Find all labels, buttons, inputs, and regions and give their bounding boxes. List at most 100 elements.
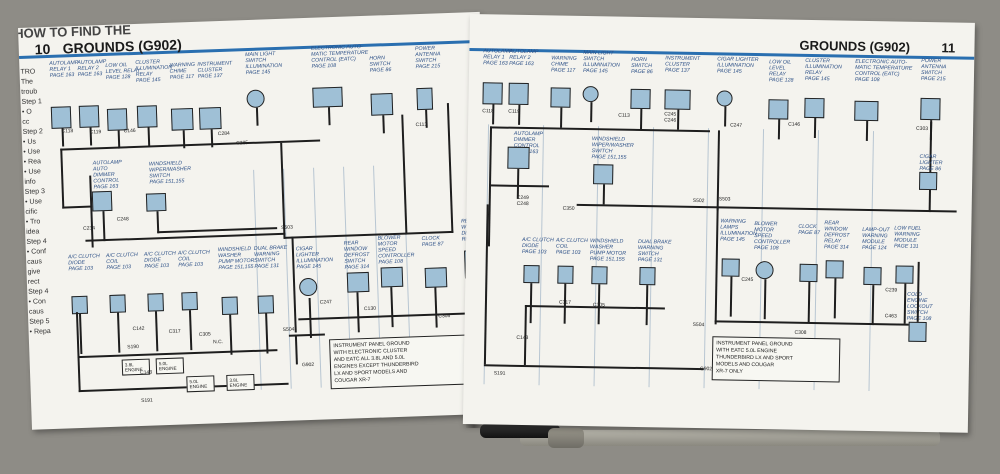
wire <box>560 107 563 128</box>
component-label: AUTOLAMP RELAY 2 PAGE 163 <box>77 58 107 78</box>
component-13 <box>71 295 89 315</box>
component-1 <box>50 106 72 129</box>
component-label: A/C CLUTCH DIODE PAGE 103 <box>143 250 176 270</box>
wire <box>60 148 65 209</box>
component-label: WARNING CHIME PAGE 117 <box>169 61 196 81</box>
component-24 <box>895 265 914 284</box>
component-22 <box>424 267 448 288</box>
splice-label: S503 <box>718 196 731 203</box>
wire <box>102 211 106 242</box>
connector-label: C146 <box>123 127 136 135</box>
component-label: A/C CLUTCH DIODE PAGE 103 <box>67 253 100 273</box>
connector-label: C143 <box>516 334 529 342</box>
wire <box>602 184 606 205</box>
connector-label: C234 <box>82 225 96 232</box>
component-label: CIGAR LIGHTER ILLUMINATION PAGE 145 <box>295 245 334 271</box>
faint-line <box>313 167 322 388</box>
connector-label: C308 <box>438 313 451 320</box>
wire <box>298 312 479 321</box>
connector-label: C248 <box>116 216 129 223</box>
component-14 <box>918 171 938 191</box>
component-label: LOW FUEL WARNING MODULE PAGE 131 <box>893 225 922 250</box>
component-label: BLOWER MOTOR SPEED CONTROLLER PAGE 108 <box>753 220 791 252</box>
connector-label: C146 <box>788 121 801 128</box>
wire <box>255 107 259 126</box>
pen-gray <box>520 430 940 446</box>
connector-label: C303 <box>916 125 929 133</box>
component-label: AUTOLAMP RELAY 1 PAGE 163 <box>483 48 513 67</box>
component-16 <box>557 265 574 284</box>
wire <box>78 382 289 393</box>
component-17 <box>221 296 239 316</box>
component-10 <box>854 100 879 122</box>
component-label: INSTRUMENT CLUSTER PAGE 137 <box>664 55 701 74</box>
wire <box>777 119 781 140</box>
component-label: POWER ANTENNA SWITCH PAGE 215 <box>920 57 947 83</box>
nc-label: N.C. <box>212 339 224 346</box>
wire <box>116 312 121 353</box>
wire <box>294 334 298 365</box>
connector-label: C143 <box>140 369 153 376</box>
wire <box>265 313 269 354</box>
component-label: WINDSHIELD WASHER PUMP MOTOR PAGE 151,15… <box>589 238 627 263</box>
component-label: AUTOLAMP AUTO DIMMER CONTROL PAGE 163 <box>92 159 122 191</box>
component-label: COLD ENGINE LOCKOUT SWITCH PAGE 108 <box>906 291 933 323</box>
component-4 <box>136 105 158 128</box>
component-label: AUTOLAMP RELAY 1 PAGE 163 <box>49 59 79 79</box>
wire <box>813 118 817 139</box>
component-7 <box>716 90 733 107</box>
wire <box>483 204 489 365</box>
component-label: CLUSTER ILLUMINATION RELAY PAGE 145 <box>135 59 173 84</box>
component-label: HORN SWITCH PAGE 86 <box>630 56 653 76</box>
component-15 <box>147 293 164 312</box>
component-label: DUAL BRAKE WARNING SWITCH PAGE 131 <box>253 244 288 270</box>
wire <box>871 285 875 326</box>
wire <box>401 114 408 235</box>
component-label: WARNING CHIME PAGE 117 <box>550 55 577 74</box>
connector-label: C249 <box>516 194 529 202</box>
component-label: A/C CLUTCH COIL PAGE 103 <box>555 237 588 256</box>
faint-line <box>868 131 875 392</box>
wire <box>147 127 151 146</box>
connector-label: C248 <box>516 200 529 208</box>
wire <box>62 205 93 209</box>
engine-label: 5.0L ENGINE <box>155 357 185 375</box>
component-12 <box>145 192 167 212</box>
component-2 <box>508 82 529 106</box>
wire <box>434 287 438 328</box>
component-label: A/C CLUTCH DIODE PAGE 103 <box>521 236 554 256</box>
component-label: DUAL BRAKE WARNING SWITCH PAGE 131 <box>637 238 672 264</box>
faint-line <box>283 168 292 389</box>
wire <box>865 120 869 141</box>
splice-label: S504 <box>282 326 295 333</box>
right-page-title: GROUNDS (G902) <box>799 37 911 55</box>
left-page-number: 10 <box>34 40 51 58</box>
wire <box>154 311 159 352</box>
connector-label: C142 <box>132 325 145 333</box>
component-label: CLOCK PAGE 87 <box>421 235 444 249</box>
component-11 <box>920 97 941 121</box>
right-page-number: 11 <box>941 40 956 56</box>
connector-label: C245 <box>741 276 754 283</box>
component-6 <box>198 106 222 130</box>
component-9 <box>804 97 825 119</box>
left-ground-note: INSTRUMENT PANEL GROUND WITH ELECTRONIC … <box>329 334 481 390</box>
component-label: ELECTRONIC AUTO- MATIC TEMPERATURE CONTR… <box>854 58 913 84</box>
wire <box>356 292 360 333</box>
wire <box>714 206 719 325</box>
component-17 <box>591 266 608 285</box>
component-2 <box>78 105 100 128</box>
connector-label: C113 <box>618 112 630 119</box>
connector-label: C305 <box>198 331 211 338</box>
wire <box>156 211 160 234</box>
connector-label: C119 <box>89 129 102 136</box>
right-ground-note: INSTRUMENT PANEL GROUND WITH EATC 5.0L E… <box>711 336 841 383</box>
engine-label: 5.0L ENGINE <box>186 375 215 393</box>
connector-label: C284 <box>217 130 230 138</box>
component-label: A/C CLUTCH COIL PAGE 103 <box>105 251 138 272</box>
component-10 <box>416 87 434 111</box>
connector-label: C118 <box>482 108 494 115</box>
left-page: HOW TO FIND THE 10 GROUNDS (G902) AUTOLA… <box>18 11 494 430</box>
component-8 <box>312 86 343 108</box>
